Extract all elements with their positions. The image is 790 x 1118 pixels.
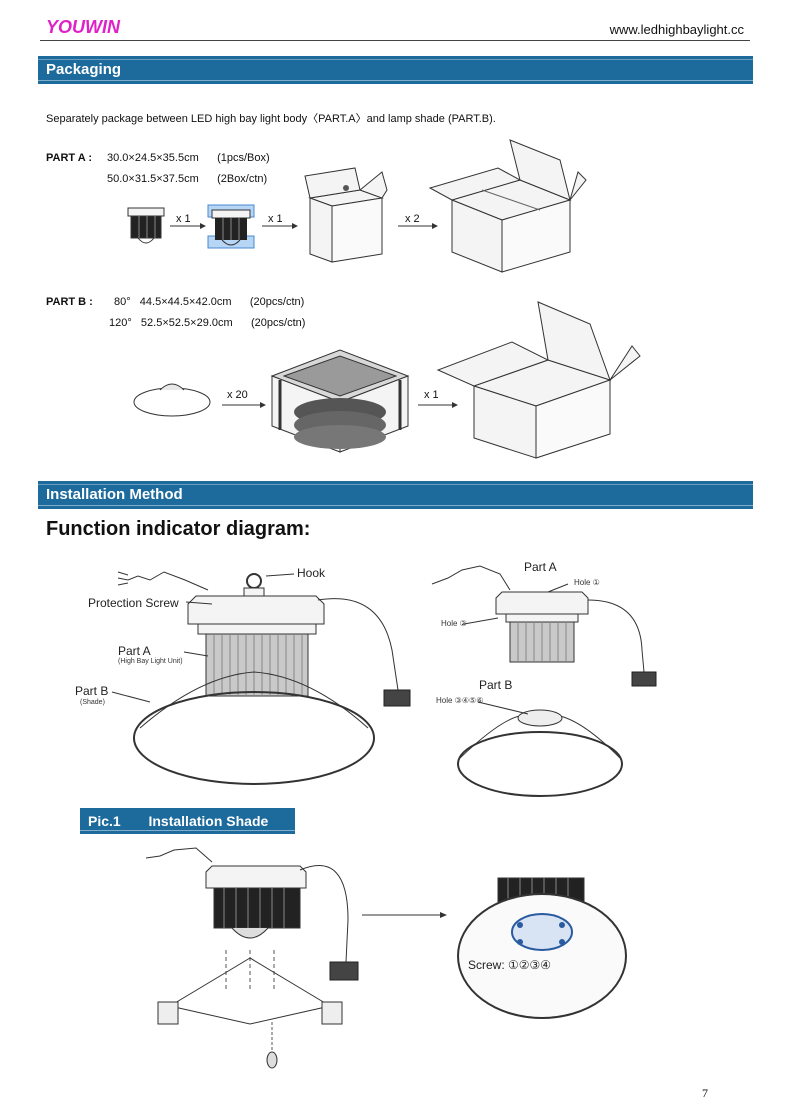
part-b-label-left: Part B: [75, 684, 109, 698]
shade-stack-crate-icon: [270, 349, 410, 453]
packaging-description: Separately package between LED high bay …: [46, 113, 496, 125]
part-a-mult-2: x 1: [268, 213, 283, 225]
hook-label: Hook: [297, 566, 326, 580]
installation-title: Installation Method: [46, 486, 183, 503]
part-b-spec-2: 120° 52.5×52.5×29.0cm (20pcs/ctn): [109, 317, 306, 329]
packaging-section-bar: Packaging: [38, 56, 753, 84]
single-box-icon: [304, 167, 388, 263]
protection-screw-label: Protection Screw: [88, 596, 179, 610]
function-diagram-left: [111, 571, 411, 785]
part-b-sub-label: (Shade): [80, 699, 105, 706]
brand-logo: YOUWIN: [46, 17, 120, 37]
shade-carton-box-icon: [436, 301, 641, 459]
lamp-shade-icon: [133, 383, 211, 417]
part-b-label: PART B :: [46, 296, 93, 308]
part-a-mult-1: x 1: [176, 213, 191, 225]
website-url[interactable]: www.ledhighbaylight.cc: [609, 22, 744, 37]
packaging-title: Packaging: [46, 61, 122, 78]
assembled-lamp-top-view: [457, 877, 627, 1019]
part-a-label: PART A :: [46, 152, 93, 164]
installation-shade-illustration: [145, 847, 627, 1069]
part-b-spec-1: 80° 44.5×44.5×42.0cm (20pcs/ctn): [114, 296, 305, 308]
function-diagram-right: [431, 565, 657, 797]
hole-2-label: Hole ②: [441, 619, 467, 628]
part-b-packaging-illustration: [133, 301, 641, 459]
screw-label: Screw: ①②③④: [468, 958, 552, 972]
lamp-in-inner-box-icon: [207, 204, 255, 249]
part-a-packaging-illustration: [127, 139, 587, 273]
part-a-mult-3: x 2: [405, 213, 420, 225]
holes-3-6-label: Hole ③④⑤⑥: [436, 696, 484, 705]
pic1-title: Installation Shade: [148, 813, 269, 829]
hole-1-label: Hole ①: [574, 578, 600, 587]
pic1-number: Pic.1: [88, 813, 121, 829]
part-a-spec-2: 50.0×31.5×37.5cm (2Box/ctn): [107, 173, 268, 185]
part-a-sub-label: (High Bay Light Unit): [118, 658, 183, 665]
pic1-title-bar: Pic.1 Installation Shade: [80, 808, 295, 834]
part-b-mult-2: x 1: [424, 389, 439, 401]
page-number: 7: [702, 1086, 708, 1100]
part-b-mult-1: x 20: [227, 389, 248, 401]
function-diagram-heading: Function indicator diagram:: [46, 518, 311, 540]
part-a-label-left: Part A: [118, 644, 151, 658]
header-divider: [40, 40, 750, 41]
carton-box-icon: [428, 139, 587, 273]
part-a-spec-1: 30.0×24.5×35.5cm (1pcs/Box): [107, 152, 270, 164]
installation-section-bar: Installation Method: [38, 481, 753, 509]
right-part-a-label: Part A: [524, 560, 557, 574]
lamp-body-icon: [127, 207, 165, 244]
right-part-b-label: Part B: [479, 678, 513, 692]
